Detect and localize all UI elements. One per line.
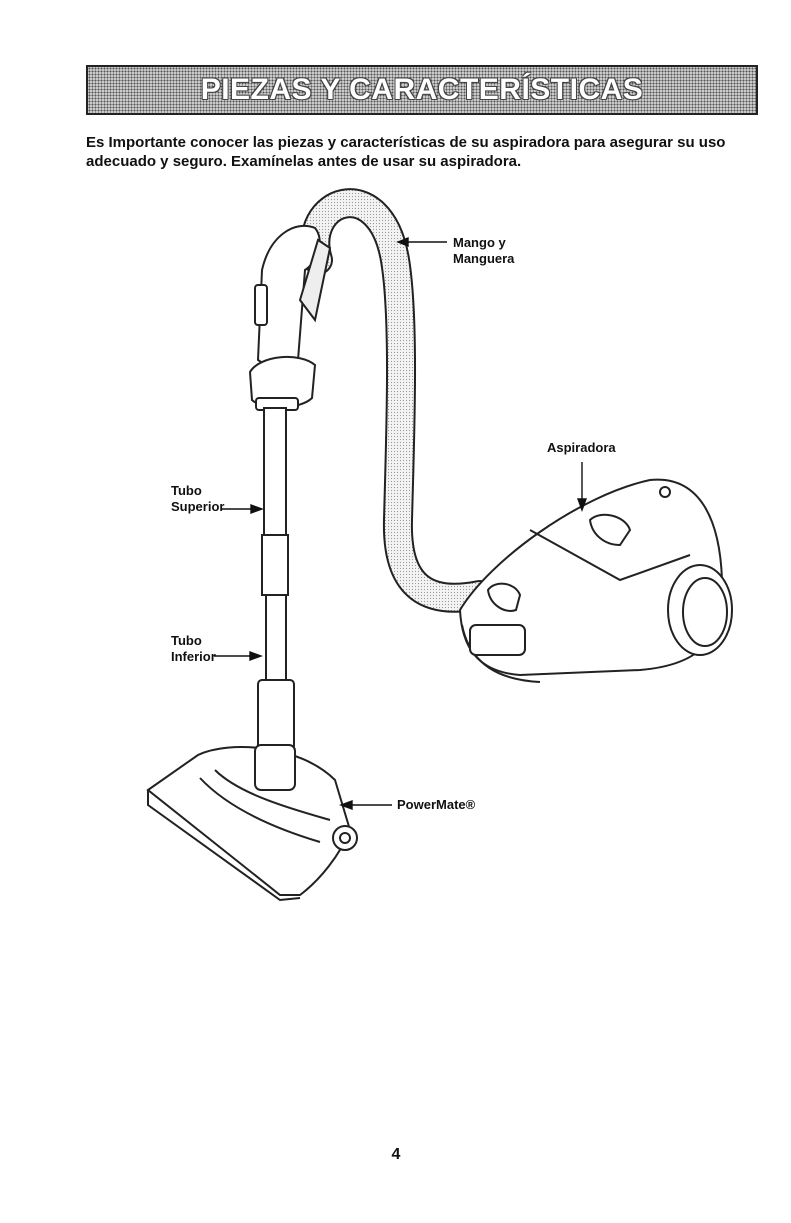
canister-body — [460, 480, 732, 682]
handle — [250, 226, 330, 410]
callout-lower-wand: Tubo Inferior — [171, 633, 216, 665]
powermate-nozzle — [148, 745, 357, 900]
wands — [258, 408, 294, 750]
callout-canister: Aspiradora — [547, 440, 616, 456]
callout-upper-wand: Tubo Superior — [171, 483, 224, 515]
page-number: 4 — [384, 1146, 408, 1164]
callout-powermate: PowerMate® — [397, 797, 475, 813]
callout-handle-hose: Mango y Manguera — [453, 235, 514, 267]
